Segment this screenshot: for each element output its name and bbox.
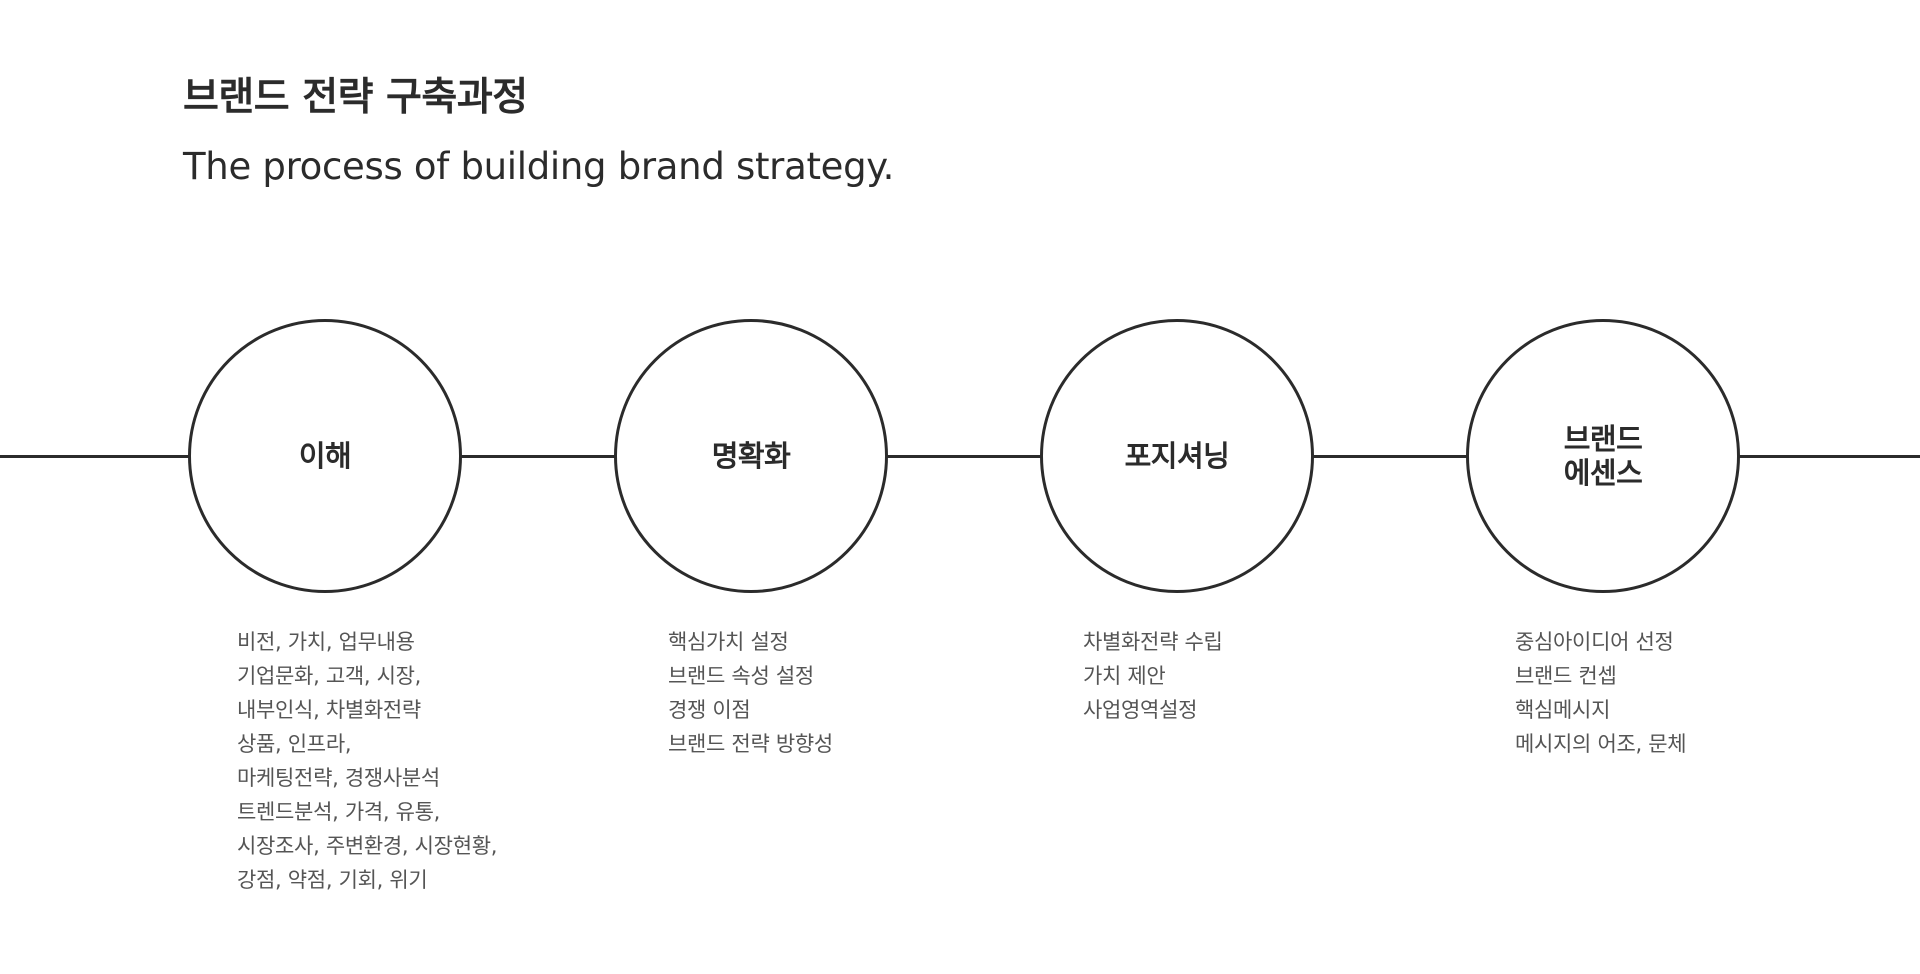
- stage-item-list: 중심아이디어 선정 브랜드 컨셉 핵심메시지 메시지의 어조, 문체: [1515, 625, 1875, 761]
- stage-circle: 이해: [188, 319, 462, 593]
- stage-item: 기업문화, 고객, 시장,: [237, 664, 422, 688]
- stage-item: 브랜드 전략 방향성: [668, 732, 833, 756]
- stage-item-list: 비전, 가치, 업무내용 기업문화, 고객, 시장, 내부인식, 차별화전략 상…: [237, 625, 597, 897]
- stage-item: 마케팅전략, 경쟁사분석: [237, 766, 440, 790]
- stage-understanding: 이해 비전, 가치, 업무내용 기업문화, 고객, 시장, 내부인식, 차별화전…: [188, 319, 497, 892]
- stage-brand-essence: 브랜드 에센스 중심아이디어 선정 브랜드 컨셉 핵심메시지 메시지의 어조, …: [1466, 319, 1740, 756]
- page-title: 브랜드 전략 구축과정: [183, 75, 528, 120]
- stage-title: 브랜드 에센스: [1563, 422, 1643, 490]
- stage-item-list: 차별화전략 수립 가치 제안 사업영역설정: [1083, 625, 1443, 727]
- stage-title: 이해: [298, 439, 352, 473]
- stage-item: 차별화전략 수립: [1083, 630, 1223, 654]
- stage-item: 시장조사, 주변환경, 시장현황,: [237, 834, 498, 858]
- stage-clarification: 명확화 핵심가치 설정 브랜드 속성 설정 경쟁 이점 브랜드 전략 방향성: [614, 319, 888, 756]
- stage-title: 명확화: [711, 439, 791, 473]
- stage-item: 강점, 약점, 기회, 위기: [237, 868, 428, 892]
- stage-positioning: 포지셔닝 차별화전략 수립 가치 제안 사업영역설정: [1040, 319, 1314, 722]
- stage-item: 경쟁 이점: [668, 698, 751, 722]
- stage-item: 브랜드 속성 설정: [668, 664, 814, 688]
- stage-circle: 명확화: [614, 319, 888, 593]
- stage-item: 브랜드 컨셉: [1515, 664, 1617, 688]
- stage-item: 트렌드분석, 가격, 유통,: [237, 800, 441, 824]
- stage-item: 핵심가치 설정: [668, 630, 789, 654]
- stage-item: 중심아이디어 선정: [1515, 630, 1674, 654]
- stage-item: 비전, 가치, 업무내용: [237, 630, 415, 654]
- stage-item: 핵심메시지: [1515, 698, 1611, 722]
- process-connector-line: [0, 455, 1920, 458]
- stage-item: 메시지의 어조, 문체: [1515, 732, 1687, 756]
- stage-item: 가치 제안: [1083, 664, 1166, 688]
- stage-item: 상품, 인프라,: [237, 732, 352, 756]
- stage-title: 포지셔닝: [1124, 439, 1230, 473]
- page-subtitle: The process of building brand strategy.: [183, 145, 895, 188]
- stage-circle: 포지셔닝: [1040, 319, 1314, 593]
- stage-circle: 브랜드 에센스: [1466, 319, 1740, 593]
- stage-item-list: 핵심가치 설정 브랜드 속성 설정 경쟁 이점 브랜드 전략 방향성: [668, 625, 1028, 761]
- stage-item: 내부인식, 차별화전략: [237, 698, 421, 722]
- stage-item: 사업영역설정: [1083, 698, 1198, 722]
